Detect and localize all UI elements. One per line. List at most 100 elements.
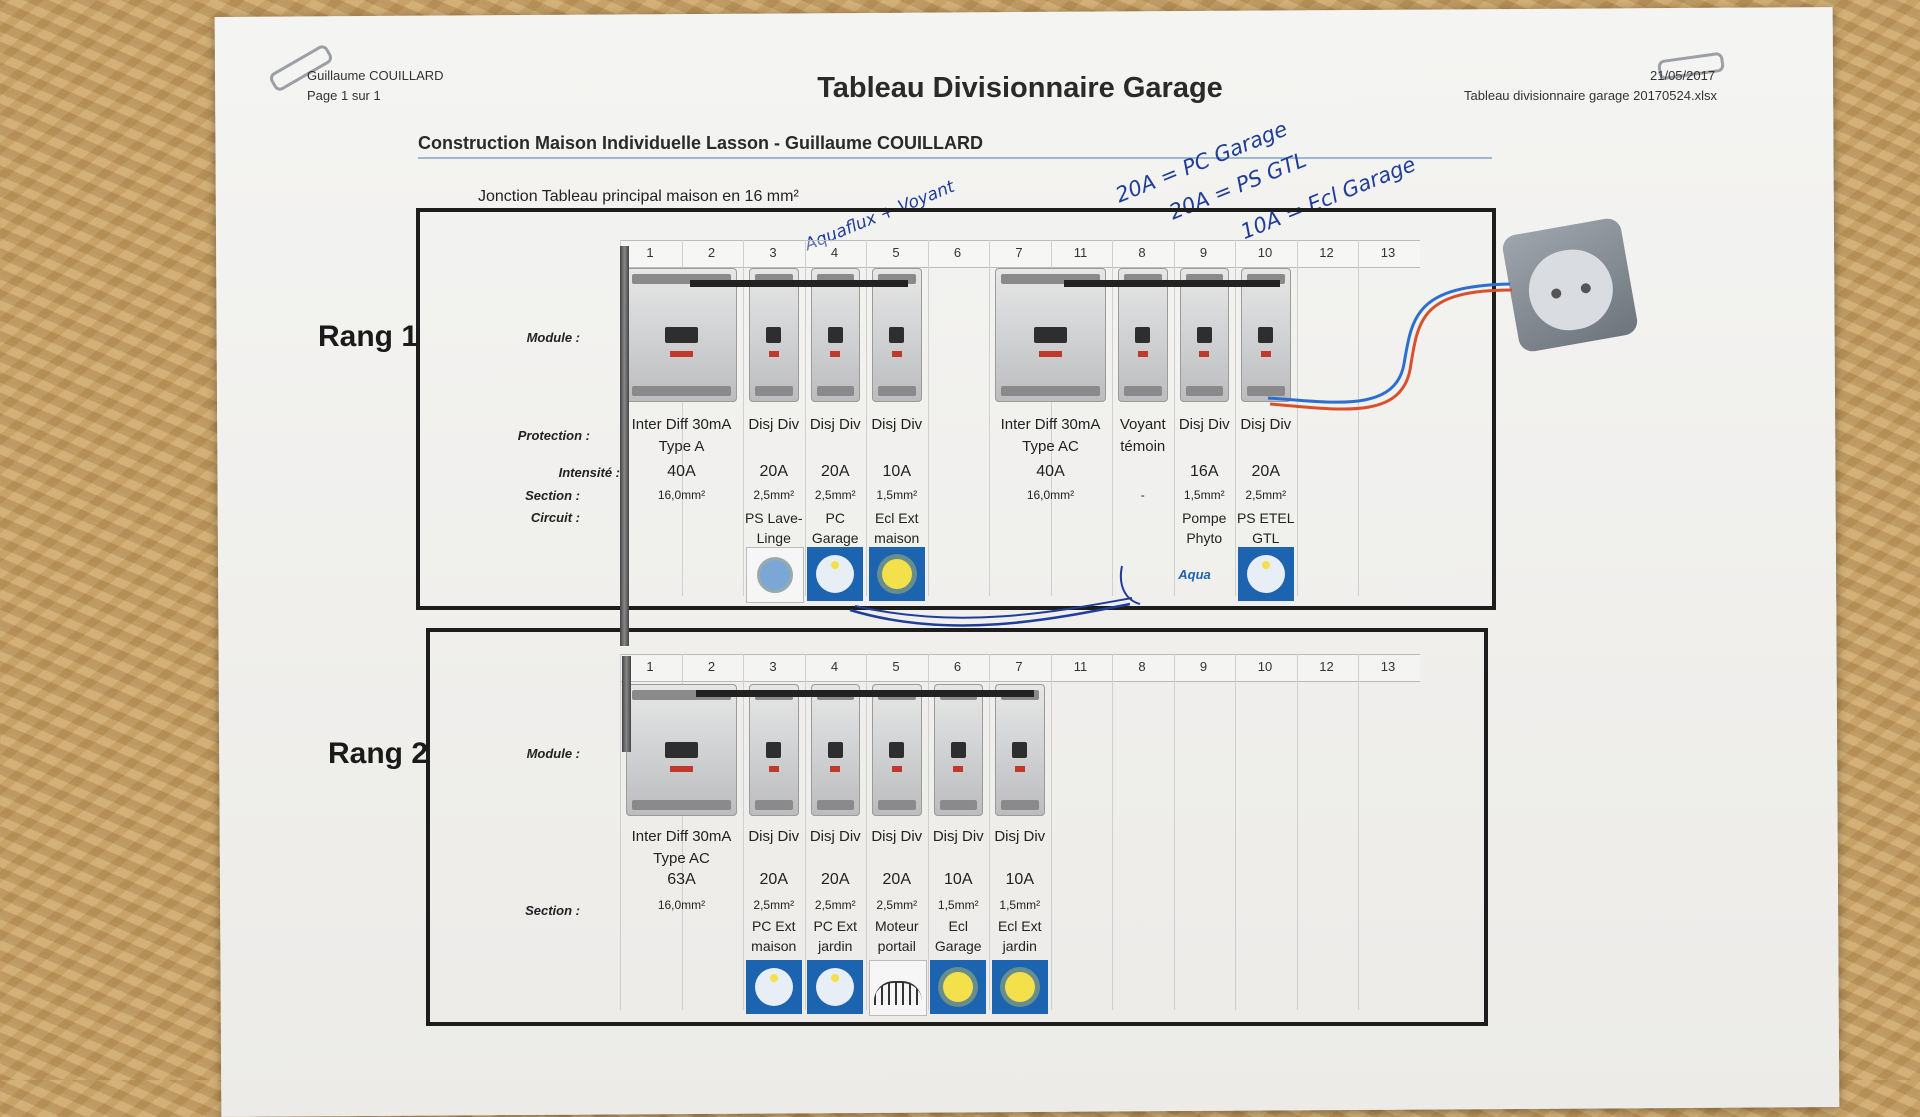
circuit-label: Moteur: [874, 918, 919, 934]
section-value: 1,5mm²: [937, 898, 979, 912]
intensity-value: 20A: [759, 871, 788, 888]
slot-number: 6: [953, 659, 962, 674]
grid-line: [1050, 654, 1052, 1010]
circuit-label-line2: maison: [751, 938, 797, 954]
section-value: 1,5mm²: [1183, 488, 1225, 502]
washing-machine-icon: [745, 547, 804, 603]
busbar: [690, 280, 908, 287]
grid-line: [1173, 240, 1175, 596]
grid-line: [743, 654, 744, 1010]
intensity-value: 63A: [667, 871, 696, 888]
slot-number: 10: [1257, 245, 1273, 260]
section-value: 2,5mm²: [1245, 488, 1287, 502]
section-value: 1,5mm²: [999, 898, 1041, 912]
protection-type-label: Type AC: [653, 850, 710, 867]
protection-label: Disj Div: [748, 416, 800, 433]
aquaflux-logo: Aqua: [1176, 547, 1232, 601]
protection-label: Disj Div: [932, 828, 984, 845]
protection-type-label: Type A: [658, 438, 705, 455]
grid-line: [927, 654, 929, 1010]
protection-label: Inter Diff 30mA: [631, 828, 732, 845]
section-value: 16,0mm²: [657, 488, 706, 502]
protection-label: Disj Div: [809, 828, 861, 845]
indicator-light-module: [1118, 268, 1168, 402]
grid-line: [1050, 240, 1052, 596]
section-value: 16,0mm²: [657, 898, 706, 912]
slot-number: 3: [769, 659, 777, 674]
slot-number: 11: [1073, 245, 1088, 260]
grid-line: [681, 654, 683, 1010]
circuit-label-line2: Garage: [934, 938, 982, 954]
grid-line: [1112, 240, 1113, 596]
slot-number: 10: [1257, 659, 1273, 674]
wiring-overlay: [849, 282, 1513, 627]
grid-line: [681, 240, 683, 596]
aquaflux-logo-text: Aqua: [1178, 567, 1211, 582]
circuit-breaker: [749, 268, 799, 402]
row-label-section: Section :: [525, 488, 580, 503]
intensity-value: 20A: [821, 463, 850, 480]
outlet-icon: [745, 960, 802, 1014]
vertical-feeder: [622, 656, 631, 752]
grid-line: [1235, 240, 1236, 596]
intensity-value: 20A: [821, 871, 850, 888]
circuit-label: Ecl Ext: [997, 918, 1042, 934]
circuit-label-line2: maison: [874, 530, 920, 546]
grid-line: [620, 654, 621, 1010]
rang2-label: Rang 2: [328, 737, 429, 770]
slot-number: 12: [1319, 245, 1334, 260]
row-label-module: Module :: [526, 746, 580, 761]
slot-number: 4: [830, 245, 839, 260]
grid-line: [1296, 654, 1298, 1010]
slot-number: 9: [1199, 659, 1208, 674]
slot-number: 8: [1138, 659, 1146, 674]
light-bulb-icon: [868, 547, 925, 601]
project-subtitle: Construction Maison Individuelle Lasson …: [418, 133, 984, 153]
grid-line: [866, 240, 867, 596]
section-value: 2,5mm²: [753, 898, 795, 912]
gate-icon: [868, 960, 927, 1016]
row-label-section: Section :: [525, 903, 580, 918]
slot-number-band: [620, 240, 1420, 268]
file-name: Tableau divisionnaire garage 20170524.xl…: [1464, 88, 1717, 103]
row-label-module: Module :: [526, 330, 580, 345]
circuit-breaker: [749, 684, 799, 816]
protection-type-label: Type AC: [1022, 438, 1079, 455]
junction-note: Jonction Tableau principal maison en 16 …: [478, 188, 799, 205]
author: Guillaume COUILLARD: [307, 68, 444, 83]
rang1-label: Rang 1: [318, 320, 419, 353]
rang2-frame: [426, 628, 1488, 1026]
intensity-value: 40A: [667, 463, 696, 480]
circuit-breaker: [1179, 268, 1229, 402]
grid-line: [804, 240, 806, 596]
outlet-icon: [1237, 547, 1294, 601]
grid-line: [804, 654, 806, 1010]
slot-number: 3: [769, 245, 777, 260]
outlet-icon: [807, 547, 864, 601]
circuit-label-line2: GTL: [1252, 530, 1280, 546]
busbar: [696, 690, 1034, 697]
slot-number: 13: [1380, 659, 1396, 674]
slot-number: 1: [646, 245, 654, 260]
section-value: 16,0mm²: [1026, 488, 1075, 502]
section-value: 1,5mm²: [876, 488, 918, 502]
protection-label: Disj Div: [871, 416, 923, 433]
differential-switch: [626, 268, 737, 402]
differential-switch: [626, 684, 737, 816]
section-value: 2,5mm²: [753, 488, 795, 502]
slot-number: 5: [892, 245, 900, 260]
circuit-label: Ecl: [948, 918, 968, 934]
circuit-label: PC Ext: [751, 918, 796, 934]
protection-label: Disj Div: [748, 828, 800, 845]
circuit-label-line2: jardin: [1002, 938, 1037, 954]
circuit-breaker: [872, 268, 922, 402]
protection-label: Disj Div: [994, 828, 1046, 845]
differential-switch: [995, 268, 1106, 402]
grid-line: [1296, 240, 1298, 596]
date: 21/05/2017: [1650, 68, 1716, 83]
outlet-icon: [807, 960, 864, 1014]
protection-label: Inter Diff 30mA: [631, 416, 732, 433]
row-label-intensite: Intensité :: [558, 465, 620, 480]
section-value: 2,5mm²: [814, 898, 856, 912]
protection-label: Disj Div: [809, 416, 861, 433]
